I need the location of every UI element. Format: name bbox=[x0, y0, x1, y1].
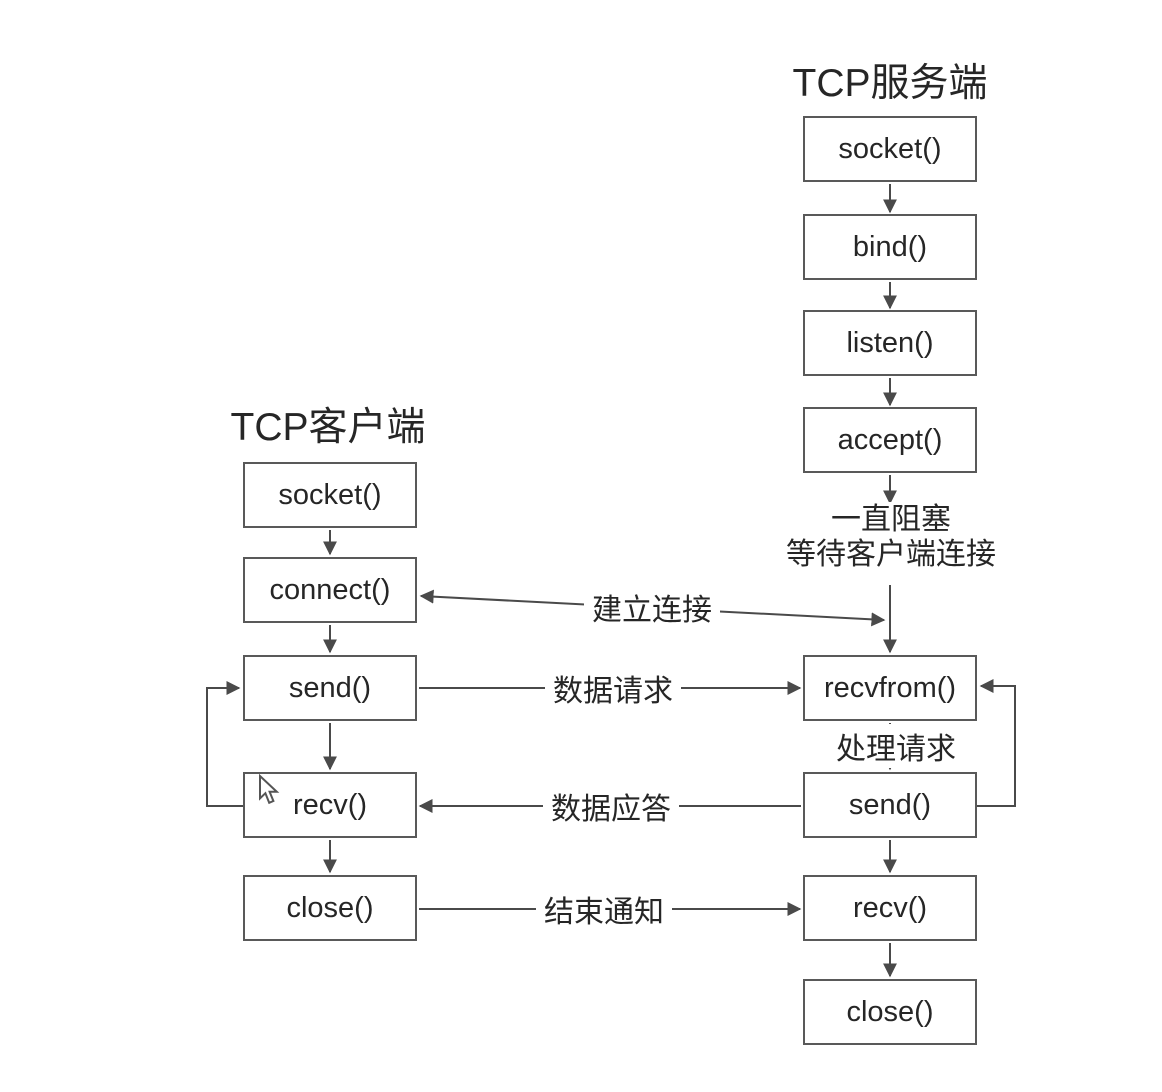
server-box-bind: bind() bbox=[803, 214, 977, 280]
server-box-accept: accept() bbox=[803, 407, 977, 473]
server-box-listen: listen() bbox=[803, 310, 977, 376]
data-request-label: 数据请求 bbox=[545, 666, 681, 710]
server-box-close: close() bbox=[803, 979, 977, 1045]
client-column-title: TCP客户端 bbox=[230, 406, 426, 449]
blocking-note: 一直阻塞 等待客户端连接 bbox=[786, 502, 996, 572]
server-box-socket: socket() bbox=[803, 116, 977, 182]
client-box-close: close() bbox=[243, 875, 417, 941]
client-box-recv: recv() bbox=[243, 772, 417, 838]
arrow-client-recv-loop-to-send bbox=[206, 681, 243, 807]
server-box-send: send() bbox=[803, 772, 977, 838]
server-box-recvfrom: recvfrom() bbox=[803, 655, 977, 721]
data-reply-label: 数据应答 bbox=[543, 784, 679, 828]
server-box-recv: recv() bbox=[803, 875, 977, 941]
server-column-title: TCP服务端 bbox=[792, 62, 988, 105]
client-box-socket: socket() bbox=[243, 462, 417, 528]
client-box-connect: connect() bbox=[243, 557, 417, 623]
mouse-cursor-icon bbox=[259, 774, 280, 805]
process-request-note: 处理请求 bbox=[828, 724, 964, 768]
end-notice-label: 结束通知 bbox=[536, 887, 672, 931]
blocking-note-line1: 一直阻塞 bbox=[831, 503, 951, 536]
blocking-note-line2: 等待客户端连接 bbox=[786, 538, 996, 571]
client-box-send: send() bbox=[243, 655, 417, 721]
arrow-server-send-loop-to-recvfrom bbox=[977, 679, 1016, 807]
establish-connection-label: 建立连接 bbox=[584, 585, 720, 629]
